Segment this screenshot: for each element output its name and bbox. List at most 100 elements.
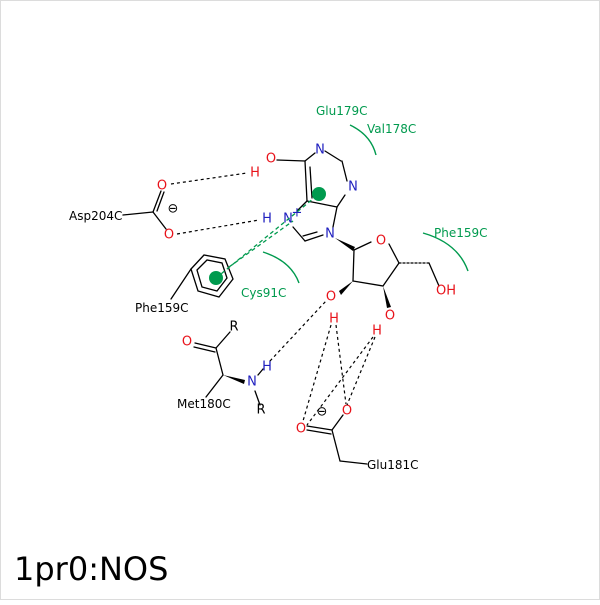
- phe159-left-residue: Phe159C: [135, 254, 234, 315]
- bond: [215, 331, 231, 349]
- bond: [257, 368, 264, 376]
- o3-atom: O: [385, 309, 395, 324]
- hydrogen-bonds: [170, 172, 376, 426]
- hbond-asp204-o6: [170, 172, 248, 185]
- pi-stacking-line: [215, 193, 320, 279]
- glu181-o1: O: [296, 422, 306, 437]
- bond: [296, 200, 308, 212]
- met180-hydrogen: H: [262, 360, 272, 375]
- ligand-bonds: [276, 150, 440, 308]
- asp204-o1: O: [157, 179, 167, 194]
- n7-hydrogen: H: [262, 212, 272, 227]
- bond: [156, 191, 165, 212]
- bond: [428, 262, 440, 287]
- o3-hydrogen: H: [372, 324, 382, 339]
- bond: [306, 425, 333, 431]
- bond: [341, 160, 348, 182]
- ring-centroid-marker: [312, 187, 326, 201]
- asp204-residue: O O ⊖ Asp204C: [69, 179, 178, 243]
- hbond-o2-glu181b: [335, 324, 347, 405]
- glu179-label: Glu179C: [316, 104, 368, 118]
- benzene-ring: [190, 254, 234, 298]
- bond: [205, 374, 224, 398]
- bond: [331, 414, 344, 431]
- bond: [292, 226, 306, 242]
- met180-r2: R: [256, 403, 265, 418]
- bond: [122, 211, 154, 216]
- bond: [254, 390, 261, 406]
- val178-label: Val178C: [367, 122, 416, 136]
- cys91-label: Cys91C: [241, 286, 286, 300]
- bond: [352, 280, 384, 287]
- o2-hydrogen: H: [329, 312, 339, 327]
- bond: [382, 262, 400, 287]
- wedge-bond: [335, 238, 355, 251]
- bond: [352, 249, 355, 282]
- bond: [302, 231, 318, 237]
- glu181-o2: O: [342, 404, 352, 419]
- n7-charge: +: [292, 206, 303, 221]
- o2-atom: O: [326, 290, 336, 305]
- pi-interactions: [209, 187, 326, 285]
- hbond-o3-glu181b: [306, 336, 374, 426]
- bond: [152, 211, 167, 230]
- n3-atom: N: [348, 180, 358, 195]
- ring-oxygen: O: [376, 234, 386, 249]
- bond: [324, 150, 342, 162]
- bond: [152, 190, 162, 213]
- met180-nitrogen: N: [247, 375, 257, 390]
- phe159-right-label: Phe159C: [434, 226, 488, 240]
- pi-cation-line: [228, 220, 294, 268]
- hbond-o3-glu181: [346, 336, 376, 406]
- bond: [304, 160, 308, 202]
- glu181-residue: O O ⊖ Glu181C: [296, 404, 419, 473]
- benzene-inner-ring: [196, 259, 228, 292]
- bond: [309, 166, 313, 199]
- phe159-right-arc: [422, 232, 469, 272]
- wedge-bond: [339, 281, 353, 295]
- hbond-met180-o2: [269, 300, 327, 362]
- bond: [388, 243, 400, 264]
- n9-atom: N: [325, 227, 335, 242]
- bond: [353, 241, 372, 251]
- bond: [194, 342, 217, 349]
- o6-atom: O: [266, 152, 276, 167]
- bond: [336, 194, 346, 208]
- bond: [170, 268, 192, 300]
- asp204-label: Asp204C: [69, 209, 122, 223]
- glu181-charge: ⊖: [317, 405, 328, 420]
- bond: [306, 200, 338, 208]
- met180-oxygen: O: [182, 335, 192, 350]
- ligand-atoms: N N N N + O H H O OH O H O H: [250, 143, 456, 339]
- met180-label: Met180C: [177, 397, 231, 411]
- met180-residue: O R N H R Met180C: [177, 320, 272, 418]
- bond: [193, 346, 216, 353]
- o5-hydroxyl: OH: [436, 284, 456, 299]
- wedge-bond: [383, 286, 391, 308]
- glu181-label: Glu181C: [367, 458, 419, 472]
- ring-centroid-marker: [209, 271, 223, 285]
- bond: [276, 159, 306, 162]
- hbond-o2-glu181a: [302, 324, 332, 422]
- wedge-bond: [223, 375, 245, 384]
- met180-r1: R: [229, 320, 238, 335]
- bond: [332, 206, 338, 228]
- phe159-left-label: Phe159C: [135, 301, 189, 315]
- bond: [215, 347, 224, 376]
- o6-hydrogen: H: [250, 166, 260, 181]
- n1-atom: N: [315, 143, 325, 158]
- cys91-arc: [262, 251, 300, 284]
- glu179-val178-arc: [349, 124, 377, 156]
- complex-title: 1pr0:NOS: [14, 550, 169, 588]
- bond: [339, 460, 368, 465]
- hbond-asp204-n7: [176, 219, 260, 235]
- bond: [331, 429, 341, 462]
- bond: [304, 152, 316, 162]
- asp204-o2: O: [164, 228, 174, 243]
- asp204-charge: ⊖: [168, 202, 179, 217]
- hydrophobic-contacts: Glu179C Val178C Phe159C Cys91C: [241, 104, 488, 300]
- bond: [306, 429, 332, 435]
- bond: [304, 234, 324, 242]
